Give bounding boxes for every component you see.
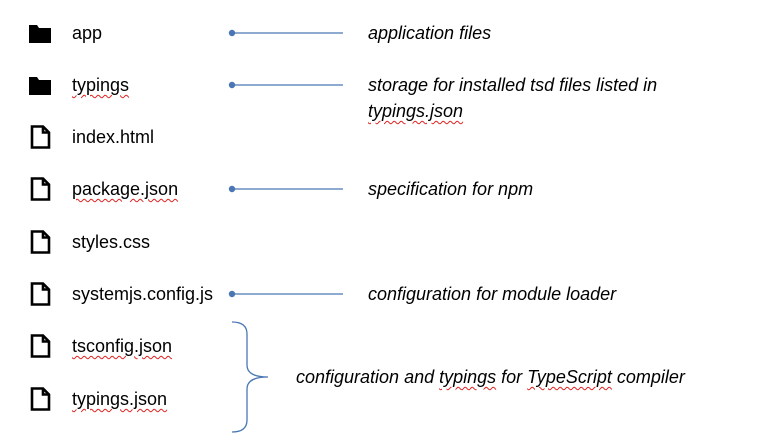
folder-icon bbox=[28, 21, 52, 45]
desc-typings-line2: typings.json bbox=[368, 101, 464, 121]
curly-brace bbox=[231, 321, 269, 433]
desc-ts-group: configuration and typings for TypeScript… bbox=[296, 366, 685, 388]
connector-typings bbox=[228, 81, 343, 89]
file-name-package[interactable]: package.json bbox=[72, 179, 179, 199]
connector-systemjs bbox=[228, 290, 343, 298]
file-icon bbox=[28, 282, 52, 306]
desc-package: specification for npm bbox=[368, 179, 534, 199]
file-icon bbox=[28, 230, 52, 254]
file-name-typings-json[interactable]: typings.json bbox=[72, 389, 168, 409]
desc-ts-post: compiler bbox=[611, 367, 685, 387]
desc-typings-text: storage for installed tsd files listed i… bbox=[368, 75, 658, 95]
folder-icon bbox=[28, 73, 52, 97]
desc-ts-pre: configuration and bbox=[296, 367, 440, 387]
connector-app bbox=[228, 29, 343, 37]
file-icon bbox=[28, 125, 52, 149]
desc-systemjs: configuration for module loader bbox=[368, 284, 617, 304]
file-name-styles[interactable]: styles.css bbox=[72, 232, 151, 252]
file-icon bbox=[28, 177, 52, 201]
file-icon bbox=[28, 387, 52, 411]
desc-ts-mid: for bbox=[496, 367, 528, 387]
desc-typings-line1: storage for installed tsd files listed i… bbox=[368, 74, 657, 96]
connector-package bbox=[228, 185, 343, 193]
desc-ts-word-typescript: TypeScript bbox=[527, 367, 612, 387]
file-name-tsconfig[interactable]: tsconfig.json bbox=[72, 336, 173, 356]
desc-ts-word-typings: typings bbox=[439, 367, 497, 387]
desc-app: application files bbox=[368, 23, 492, 43]
file-name-app[interactable]: app bbox=[72, 23, 103, 43]
file-name-index[interactable]: index.html bbox=[72, 127, 155, 147]
file-name-typings[interactable]: typings bbox=[72, 75, 130, 95]
file-icon bbox=[28, 334, 52, 358]
file-name-systemjs[interactable]: systemjs.config.js bbox=[72, 284, 214, 304]
